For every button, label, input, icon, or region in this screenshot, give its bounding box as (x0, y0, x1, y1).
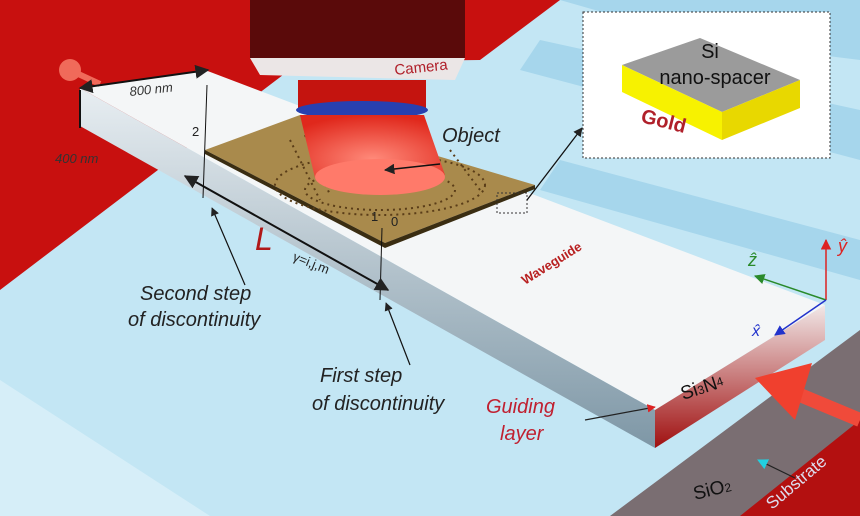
axis-y-label: ŷ (836, 236, 848, 256)
substrate-red-face (740, 420, 860, 516)
guiding-pointer (584, 404, 656, 421)
camera-label: Camera (394, 56, 449, 79)
object-label: Object (442, 125, 501, 147)
input-beam-icon (59, 59, 81, 81)
first-step-pointer (384, 302, 411, 366)
marker-0: 0 (391, 214, 398, 229)
width-label: 800 nm (129, 80, 174, 99)
inset-spacer-label: nano-spacer (659, 67, 771, 89)
second-step-pointer (211, 207, 246, 286)
coordinate-axes: ŷ ẑ x̂ (747, 236, 848, 340)
camera: Camera (250, 0, 465, 195)
waveguide-end (655, 305, 825, 448)
si3n4-label: Si3N4 (678, 371, 727, 405)
sio2-pointer (757, 459, 796, 479)
first-step-line1: First step (320, 365, 402, 387)
width-dimension (78, 64, 210, 94)
second-step-line2: of discontinuity (128, 309, 261, 331)
first-step-line2: of discontinuity (312, 393, 445, 415)
inset-si-label: Si (701, 41, 719, 63)
inset-pointer (526, 127, 583, 201)
length-label: L (255, 221, 273, 257)
object-pointer (383, 163, 441, 175)
inset-marker (496, 192, 528, 214)
second-step-line1: Second step (140, 283, 251, 305)
input-beam-arrowhead (755, 363, 812, 420)
length-dimension (183, 175, 390, 291)
input-beam-shaft (797, 388, 860, 427)
axis-x-label: x̂ (751, 323, 761, 340)
inset-panel: Si nano-spacer Gold (582, 11, 831, 159)
lower-left-panel (0, 380, 210, 516)
height-label: 400 nm (55, 151, 99, 166)
marker-1: 1 (371, 209, 378, 224)
guiding-label-line2: layer (500, 423, 545, 445)
axis-z-label: ẑ (747, 250, 757, 270)
marker-2: 2 (192, 124, 199, 139)
guiding-label-line1: Guiding (486, 396, 555, 418)
